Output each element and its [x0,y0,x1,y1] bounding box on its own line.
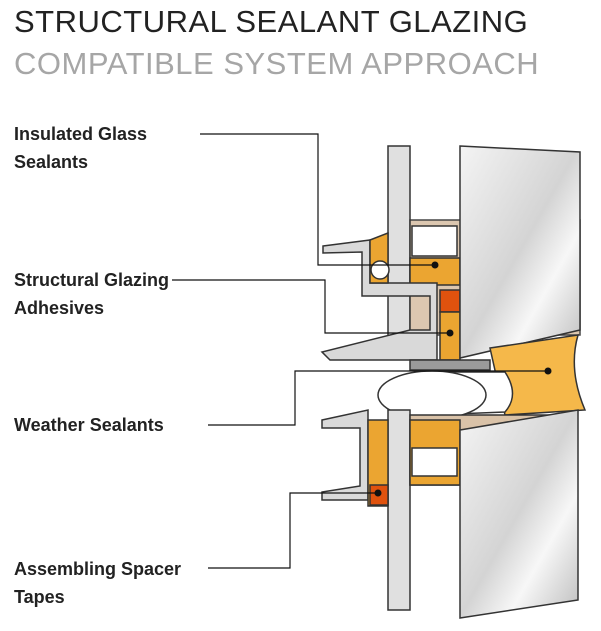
lower-outer-pane [459,409,579,619]
structural-adhesive-top [439,289,461,313]
lower-inner-pane [387,409,411,611]
label-assembling-spacer-tapes: Assembling Spacer Tapes [14,559,182,607]
label-structural-glazing-adhesives: Structural Glazing Adhesives [14,270,170,318]
lower-frame [321,409,369,501]
callout-dot [544,367,552,375]
upper-inner-pane [387,145,411,357]
callout-line-insulated-glass [200,133,435,266]
diagram-title: STRUCTURAL SEALANT GLAZING [14,4,529,39]
callout-dot [446,329,454,337]
upper-spacer [411,225,458,257]
label-insulated-glass-sealants: Insulated Glass Sealants [14,124,148,172]
lower-spacer [411,447,458,477]
setting-block [409,359,491,371]
label-weather-sealants: Weather Sealants [14,415,164,435]
weather-sealant [489,334,587,416]
callout-line-weather [208,370,548,426]
callout-dot [374,489,382,497]
callout-line-structural-glazing [172,279,450,334]
callout-line-spacer-tape [208,492,378,569]
callout-dot [431,261,439,269]
upper-outer-pane [459,145,581,359]
diagram-subtitle: COMPATIBLE SYSTEM APPROACH [14,46,540,81]
upper-backer-rod [370,260,390,280]
